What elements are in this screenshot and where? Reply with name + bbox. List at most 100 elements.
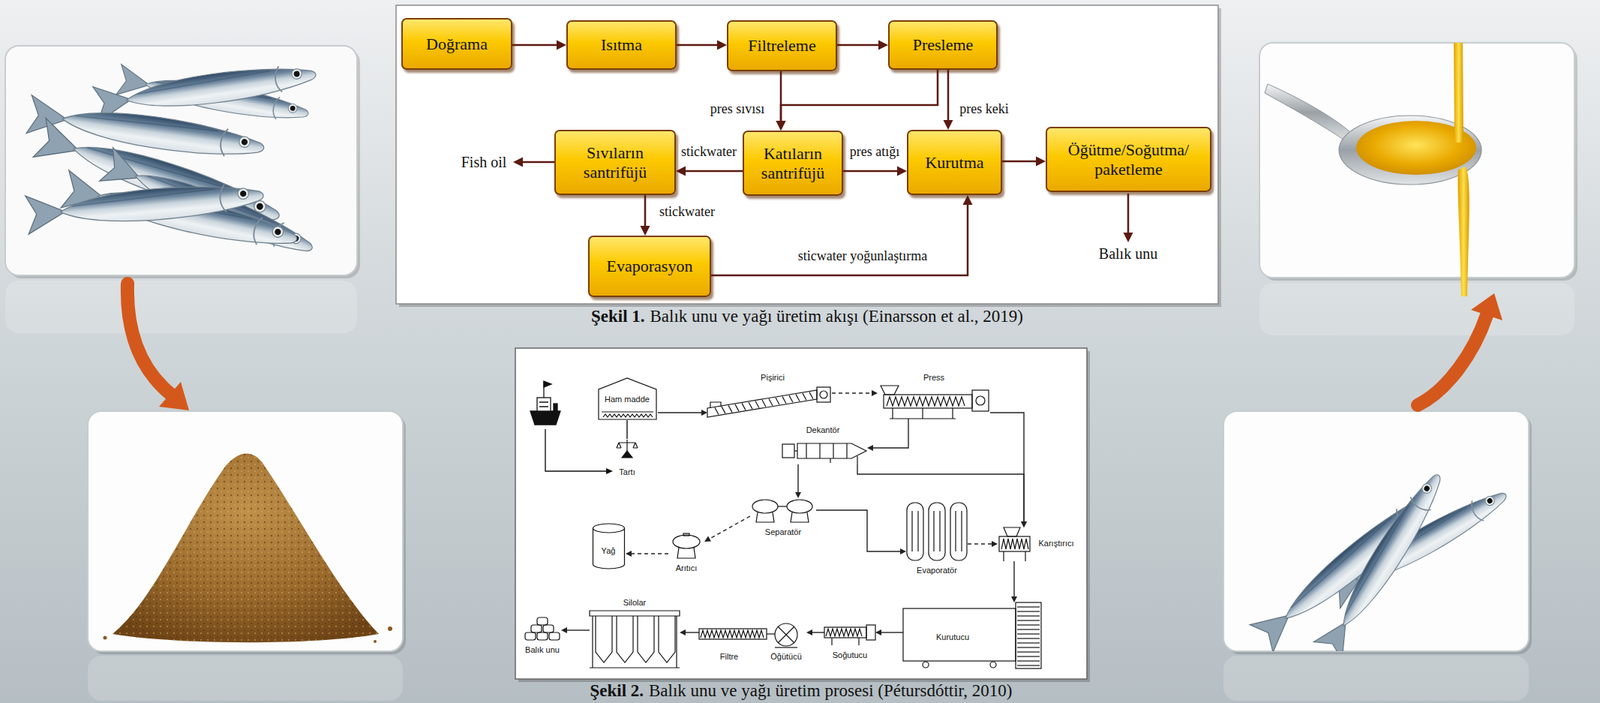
drawing-use xyxy=(26,95,267,167)
equipment-label: Separatör xyxy=(763,527,803,538)
connector-line xyxy=(708,516,751,540)
edge-label: sticwater yoğunlaştırma xyxy=(795,248,930,265)
drawing-rect xyxy=(543,624,554,633)
equipment-icon: Separatör xyxy=(750,498,817,523)
drawing-path xyxy=(545,429,607,472)
drawing-path xyxy=(766,633,775,634)
drawing-path xyxy=(1017,624,1040,625)
flow-connector xyxy=(711,195,973,276)
equipment-icon: FiltreÖğütücü xyxy=(699,621,807,649)
fish-meal-photo xyxy=(87,411,406,655)
drawing-path xyxy=(1001,538,1029,550)
arrow-head xyxy=(878,40,889,51)
process-box: Isıtma xyxy=(566,20,677,70)
drawing-path xyxy=(775,397,780,405)
connector-line xyxy=(947,69,950,121)
connector-line xyxy=(843,170,898,173)
arrow-head xyxy=(867,444,874,451)
drawing-path xyxy=(889,408,956,419)
drawing-use xyxy=(93,55,319,123)
edge-label: pres sıvısı xyxy=(708,101,768,118)
drawing-path xyxy=(700,630,764,638)
equipment-drawing xyxy=(707,385,832,418)
drawing-path xyxy=(721,406,726,414)
drawing-rect xyxy=(999,536,1030,552)
flow-connector xyxy=(1002,156,1046,167)
box-text: Sıvıların santrifüjü xyxy=(563,143,667,182)
arrow-head xyxy=(561,627,568,634)
flow-connector xyxy=(837,40,889,51)
arrow-head xyxy=(1035,156,1046,167)
arrow-head xyxy=(875,629,882,636)
arrow-head xyxy=(806,629,813,636)
connector-line xyxy=(1002,160,1037,163)
flow-connector xyxy=(675,166,743,177)
arrow-head xyxy=(625,550,632,557)
flow-connector xyxy=(875,629,904,636)
drawing-path xyxy=(886,396,965,406)
caption-number: Şekil 2. xyxy=(589,681,644,700)
drawing-path xyxy=(1017,646,1040,648)
drawing-path xyxy=(1017,655,1040,657)
equipment-icon: Soğutucu xyxy=(824,622,876,646)
drawing-rect xyxy=(906,502,924,561)
drawing-g xyxy=(1249,465,1514,652)
drawing-path xyxy=(831,637,859,646)
drawing-rect xyxy=(537,397,551,412)
drawing-rect xyxy=(537,617,548,625)
box-text: Evaporasyon xyxy=(606,256,694,276)
drawing-path xyxy=(601,411,654,412)
flow-connector xyxy=(967,540,998,547)
drawing-circle xyxy=(990,661,997,668)
connector-line xyxy=(872,418,909,448)
connector-line xyxy=(630,552,669,554)
drawing-rect xyxy=(515,348,1087,679)
caption-number: Şekil 1. xyxy=(591,306,646,326)
drawing-path xyxy=(755,401,760,409)
drawing-rect xyxy=(396,5,1219,304)
drawing-path xyxy=(1017,633,1040,634)
connector-line xyxy=(644,195,647,227)
arrow-head xyxy=(1020,521,1027,528)
connector-line xyxy=(684,631,700,633)
output-label: Balık unu xyxy=(1098,244,1158,263)
drawing-rect xyxy=(531,624,542,633)
box-text: Filtreleme xyxy=(747,36,816,55)
drawing-path xyxy=(777,626,795,643)
equipment-drawing xyxy=(616,438,638,459)
drawing-path xyxy=(112,453,379,643)
equipment-icon: Press xyxy=(877,385,991,419)
equipment-label: Press xyxy=(921,372,946,383)
drawing-path xyxy=(637,615,655,663)
drawing-path xyxy=(933,510,940,552)
connector-line xyxy=(990,412,1024,523)
drawing-ellipse xyxy=(672,534,700,549)
box-text: Öğütme/Soğutma/ paketleme xyxy=(1054,140,1203,179)
arrow-head xyxy=(991,540,998,547)
drawing-path xyxy=(1017,606,1040,607)
process-box: Sıvıların santrifüjü xyxy=(554,129,676,196)
equipment-label: Silolar xyxy=(621,597,649,608)
drawing-path xyxy=(1017,619,1040,621)
drawing-path xyxy=(520,161,555,164)
drawing-path xyxy=(598,378,657,420)
drawing-rect xyxy=(903,608,1016,661)
flow-connector xyxy=(867,418,909,451)
equipment-label: Balık unu xyxy=(523,645,562,655)
arrow-head xyxy=(1011,596,1018,603)
equipment-drawing xyxy=(877,385,991,419)
equipment-label: Dekantör xyxy=(804,425,842,436)
fish-oil-photo xyxy=(1259,42,1578,297)
flow-connector xyxy=(776,69,939,131)
equipment-drawing xyxy=(668,533,705,559)
drawing-path xyxy=(112,453,379,643)
drawing-ellipse xyxy=(786,499,813,514)
drawing-rect xyxy=(950,502,967,561)
drawing-polygon xyxy=(1123,232,1134,243)
equipment-label: Pişirici xyxy=(759,372,787,383)
equipment-icon: Balık unu xyxy=(523,616,562,641)
drawing-rect xyxy=(824,627,867,638)
drawing-circle xyxy=(774,623,798,646)
connector-line xyxy=(657,411,703,413)
drawing-circle xyxy=(975,396,985,406)
